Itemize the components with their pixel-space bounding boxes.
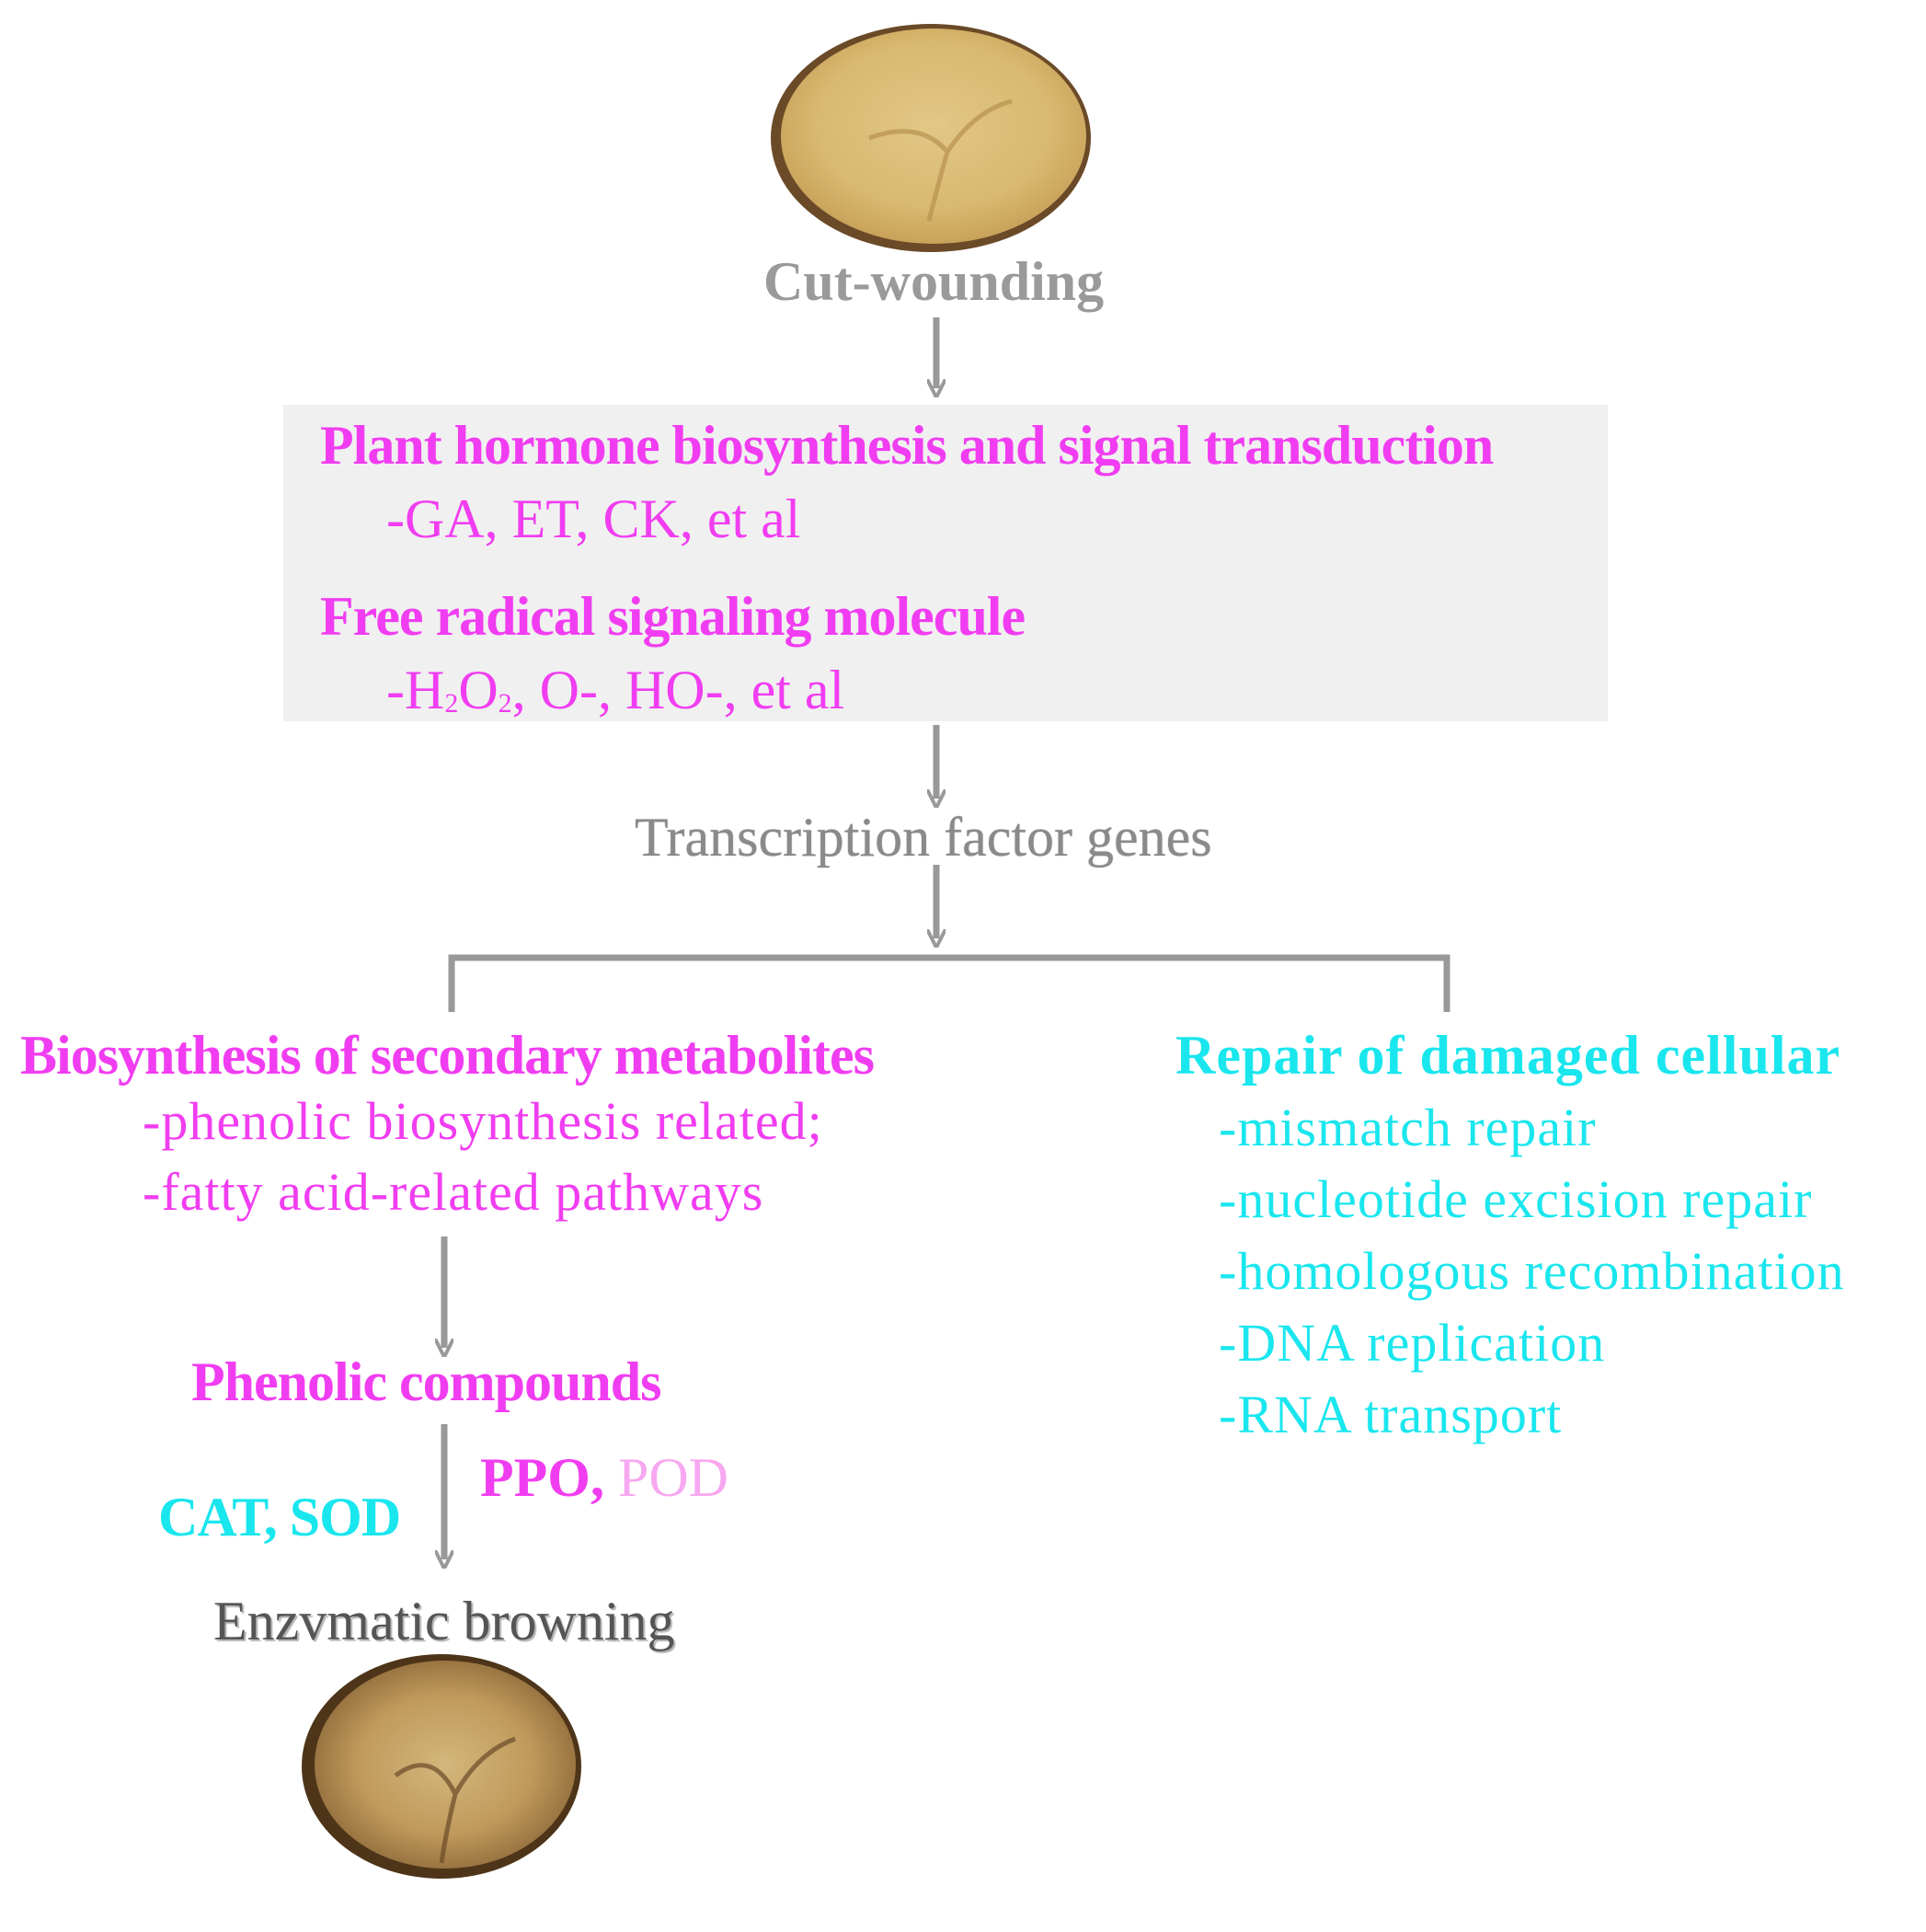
left-item-1: -fatty acid-related pathways <box>143 1162 764 1222</box>
radical-items: -H2O2, O-, HO-, et al <box>386 660 845 720</box>
hormone-items: -GA, ET, CK, et al <box>386 489 801 549</box>
right-item-0: -mismatch repair <box>1219 1098 1597 1157</box>
right-item-1: -nucleotide excision repair <box>1219 1169 1813 1229</box>
damage-repair-title: Repair of damaged cellular <box>1175 1025 1841 1086</box>
flow-arrows <box>444 317 1450 1559</box>
transcription-factor-label: Transcription factor genes <box>635 807 1212 868</box>
browned-potato-image <box>302 1654 581 1879</box>
fresh-potato-image <box>771 24 1091 252</box>
cut-wounding-label: Cut-wounding <box>763 251 1105 312</box>
hormone-title: Plant hormone biosynthesis and signal tr… <box>320 415 1494 476</box>
phenolic-compounds-label: Phenolic compounds <box>191 1351 661 1412</box>
left-item-0: -phenolic biosynthesis related; <box>143 1091 823 1151</box>
ppo-pod-label: PPO, POD <box>480 1447 729 1508</box>
right-item-2: -homologous recombination <box>1219 1241 1845 1301</box>
right-item-3: -DNA replication <box>1219 1313 1606 1373</box>
cat-sod-label: CAT, SOD <box>158 1487 401 1547</box>
right-item-4: -RNA transport <box>1219 1385 1563 1444</box>
enzymatic-browning-label: Enzvmatic browning <box>213 1591 675 1651</box>
signal-box <box>283 405 1608 721</box>
radical-title: Free radical signaling molecule <box>320 586 1026 647</box>
secondary-metabolites-title: Biosynthesis of secondary metabolites <box>20 1025 875 1086</box>
branch-bracket <box>448 954 1450 1012</box>
